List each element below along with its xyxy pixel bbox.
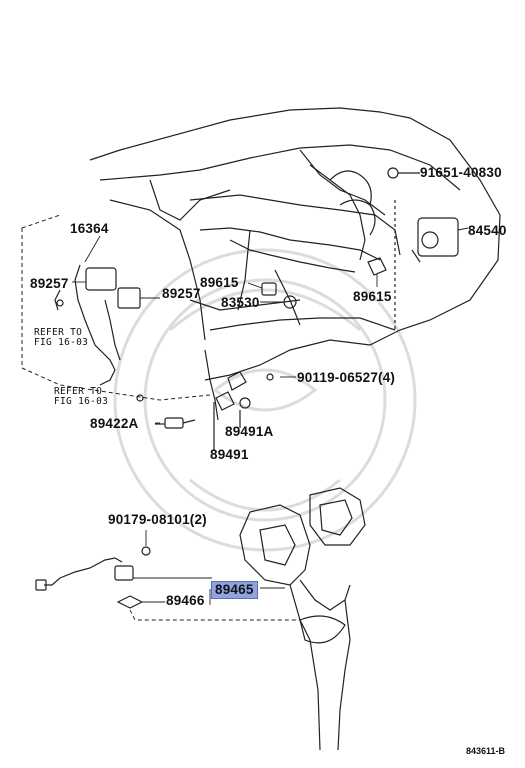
lower-leader-lines [129,530,300,621]
label-89615-right[interactable]: 89615 [353,289,392,304]
label-89257-left[interactable]: 89257 [30,276,69,291]
leader-lines [72,227,469,424]
label-16364[interactable]: 16364 [70,221,109,236]
wire-harness [54,264,144,402]
exhaust-manifold [239,487,366,751]
engine-block [89,107,501,421]
bracket-89491 [213,371,274,450]
label-89491[interactable]: 89491 [210,447,249,462]
label-84540[interactable]: 84540 [468,223,507,238]
label-90179-08101[interactable]: 90179-08101(2) [108,512,207,527]
label-89422A[interactable]: 89422A [90,416,139,431]
label-89466[interactable]: 89466 [166,593,205,608]
refer-note-2[interactable]: REFER TO FIG 16-03 [54,387,108,407]
label-89257-right[interactable]: 89257 [162,286,201,301]
sensor-89615-right [367,257,387,276]
refer-note-1-line2: FIG 16-03 [34,336,89,348]
label-89465-highlighted[interactable]: 89465 [211,581,258,599]
label-89491A[interactable]: 89491A [225,424,274,439]
diagram-caption: 843611-B [466,746,506,756]
oxygen-sensor [35,546,151,609]
part-84540 [411,217,459,263]
refer-note-1[interactable]: REFER TO FIG 16-03 [34,328,88,348]
label-89615-left[interactable]: 89615 [200,275,239,290]
refer-note-1-line1: REFER TO [34,327,83,338]
sensor-89422A [155,417,196,429]
label-90119-06527[interactable]: 90119-06527(4) [297,370,396,385]
refer-note-2-line1: REFER TO [54,386,103,397]
bolt-91651 [387,167,420,179]
label-91651-40830[interactable]: 91651-40830 [420,165,502,180]
refer-note-2-line2: FIG 16-03 [54,395,109,407]
sensor-group-box [21,214,211,401]
label-83530[interactable]: 83530 [221,295,260,310]
